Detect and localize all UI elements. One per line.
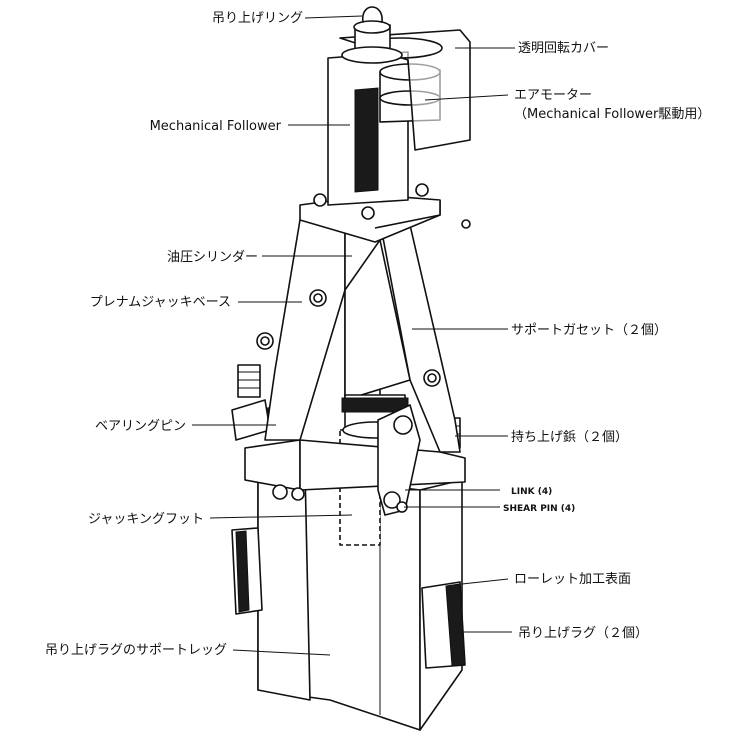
top-flange bbox=[299, 183, 441, 243]
leader-lines bbox=[192, 15, 515, 656]
label-hydraulic-cylinder: 油圧シリンダー bbox=[167, 250, 258, 265]
label-plenum-jack-base: プレナムジャッキベース bbox=[90, 295, 231, 310]
label-bearing-pin: ベアリングピン bbox=[95, 419, 186, 434]
top-cap bbox=[341, 6, 403, 64]
label-mechanical-follower: Mechanical Follower bbox=[150, 119, 282, 134]
support-gusset bbox=[264, 219, 461, 453]
label-transparent-cover: 透明回転カバー bbox=[518, 41, 609, 56]
label-lifting-lug-hole: 持ち上げ鋲（２個） bbox=[511, 430, 628, 445]
washers bbox=[256, 219, 471, 387]
label-lifting-lug: 吊り上げラグ（２個） bbox=[518, 626, 648, 641]
link-plate bbox=[377, 404, 421, 516]
label-shear-pin: SHEAR PIN (4) bbox=[503, 504, 575, 514]
label-support-gusset: サポートガセット（２個） bbox=[511, 323, 667, 338]
label-lug-support-leg: 吊り上げラグのサポートレッグ bbox=[45, 643, 227, 658]
label-jacking-foot: ジャッキングフット bbox=[88, 512, 204, 527]
label-link: LINK (4) bbox=[511, 487, 552, 497]
label-air-motor-sub: （Mechanical Follower駆動用） bbox=[514, 107, 710, 122]
lifting-lug-left bbox=[231, 527, 263, 615]
lifting-lug-right bbox=[421, 581, 466, 669]
label-lifting-ring: 吊り上げリング bbox=[212, 11, 303, 26]
label-knurled-surface: ローレット加工表面 bbox=[514, 572, 631, 587]
label-air-motor: エアモーター bbox=[514, 88, 592, 103]
